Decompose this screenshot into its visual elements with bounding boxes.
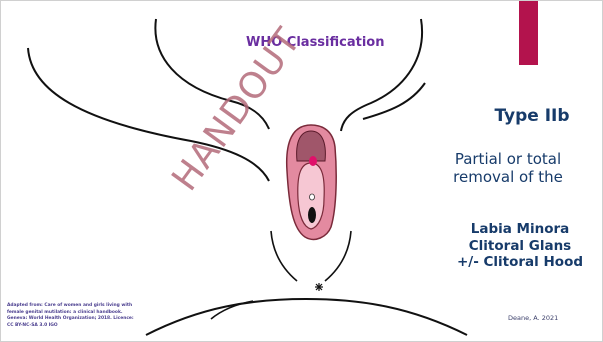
citation-line: Adapted from: Care of women and girls li…	[7, 303, 179, 310]
contour-lower-right	[325, 231, 351, 281]
anus-mark	[315, 283, 323, 291]
removed-part: +/- Clitoral Hood	[449, 254, 591, 271]
description-line: Partial or total	[433, 150, 583, 168]
description: Partial or total removal of the	[433, 150, 583, 186]
source-citation: Adapted from: Care of women and girls li…	[7, 303, 179, 329]
removed-parts-list: Labia Minora Clitoral Glans +/- Clitoral…	[449, 221, 591, 271]
author-credit: Deane, A. 2021	[508, 314, 558, 322]
hood-region	[297, 131, 326, 161]
glans-mark	[309, 156, 317, 166]
urethral-opening	[310, 194, 315, 200]
description-line: removal of the	[433, 168, 583, 186]
citation-line: Geneva: World Health Organization; 2018.…	[7, 316, 179, 323]
type-heading: Type IIb	[467, 106, 597, 126]
removed-part: Clitoral Glans	[449, 238, 591, 255]
citation-line: CC BY-NC-SA 3.0 IGO	[7, 323, 179, 330]
contour-buttocks	[146, 299, 467, 335]
removed-part: Labia Minora	[449, 221, 591, 238]
vaginal-opening	[308, 207, 316, 223]
contour-lower-left	[271, 231, 297, 281]
